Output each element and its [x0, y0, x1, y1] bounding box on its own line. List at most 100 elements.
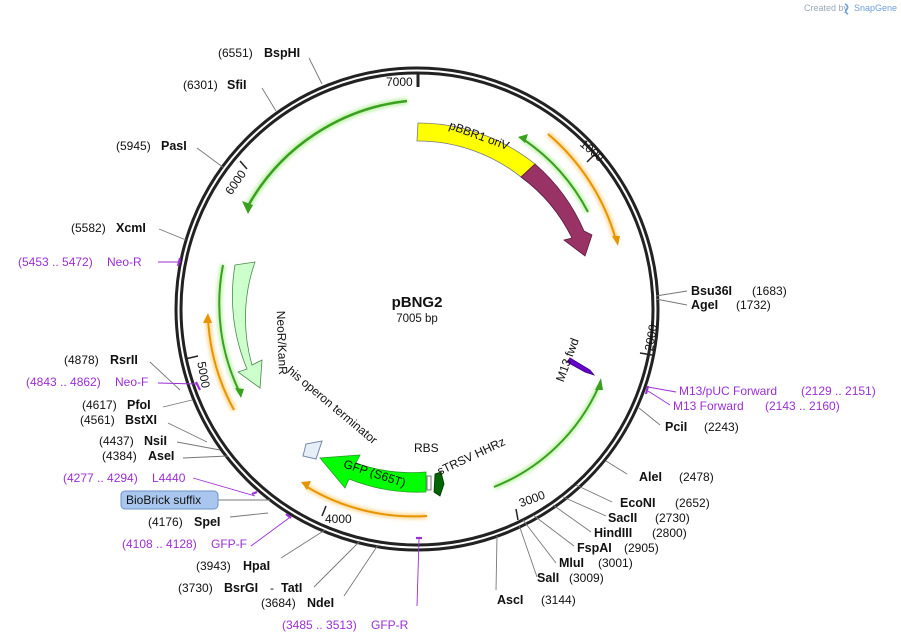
- enzyme-name-asei: AseI: [148, 449, 174, 463]
- enzyme-pos-asci: (3144): [541, 593, 576, 607]
- enzyme-name-sfii: SfiI: [227, 78, 246, 92]
- feature-m13-fwd: [566, 357, 596, 376]
- feature-pbbr1-rep: [520, 163, 593, 257]
- enzyme-pos-econi: (2652): [675, 496, 710, 510]
- enzyme-name-nsii: NsiI: [144, 434, 167, 448]
- enzyme-pos-bsrgi: (3730): [178, 581, 213, 595]
- enzyme-name-ndei: NdeI: [307, 596, 334, 610]
- enzyme-pos-bsphi: (6551): [218, 46, 253, 60]
- feature-strsv-hhrz: [433, 471, 445, 497]
- green-arc-top-left: [242, 97, 408, 214]
- enzyme-pos-hpai: (3943): [196, 559, 231, 573]
- primer-name-gfp-r: GFP-R: [371, 618, 409, 632]
- primer-name-gfp-f: GFP-F: [211, 537, 247, 551]
- enzyme-pos-rsrii: (4878): [64, 353, 99, 367]
- enzyme-name-sali: SalI: [537, 571, 559, 585]
- feature-label-rbs: RBS: [414, 441, 439, 455]
- enzyme-name-spei: SpeI: [194, 515, 220, 529]
- enzyme-pos-sacii: (2730): [655, 511, 690, 525]
- biobrick-suffix-box: [120, 490, 219, 510]
- enzyme-name-bsu36i: Bsu36I: [691, 284, 732, 298]
- enzyme-name-econi: EcoNI: [620, 496, 655, 510]
- feature-gfp-s65t: [319, 454, 427, 493]
- enzyme-name-bstxi: BstXI: [125, 413, 157, 427]
- enzyme-name-agei: AgeI: [691, 298, 718, 312]
- primer-leader-lines: [157, 257, 677, 607]
- primer-range-m13puc: (2129 .. 2151): [801, 384, 876, 398]
- tick-label-3000: 3000: [517, 488, 547, 510]
- primer-name-m13puc: M13/pUC Forward: [679, 384, 777, 398]
- feature-his-operon-terminator: [302, 440, 323, 460]
- primer-range-neo-f: (4843 .. 4862): [26, 375, 101, 389]
- enzyme-pos-fspai: (2905): [624, 541, 659, 555]
- enzyme-pos-mlui: (3001): [598, 556, 633, 570]
- snapgene-brand: SnapGene: [854, 3, 897, 13]
- enzyme-pos-sali: (3009): [569, 571, 604, 585]
- tick-4000: [321, 505, 327, 517]
- tick-label-2000: 2000: [642, 323, 660, 352]
- tick-2000: [639, 352, 653, 356]
- feature-label-m13-fwd: M13 fwd: [553, 336, 582, 383]
- feature-label-strsv-hhrz: sTRSV HHRz: [435, 434, 507, 478]
- enzyme-pos-agei: (1732): [736, 298, 771, 312]
- enzyme-name-bsrgi: BsrGI: [224, 581, 258, 595]
- green-arc-1000: [518, 134, 591, 214]
- tick-label-5000: 5000: [194, 360, 212, 389]
- enzyme-name-tati: TatI: [281, 581, 302, 595]
- snapgene-logo-icon: [844, 3, 849, 15]
- enzyme-pos-spei: (4176): [148, 515, 183, 529]
- enzyme-pos-bstxi: (4561): [80, 413, 115, 427]
- biobrick-suffix: BioBrick suffix: [120, 490, 270, 510]
- primer-name-l4440: L4440: [152, 471, 186, 485]
- enzyme-name-pasi: PasI: [161, 139, 187, 153]
- enzyme-pos-alei: (2478): [679, 470, 714, 484]
- biobrick-suffix-label: BioBrick suffix: [126, 493, 201, 507]
- primer-range-neo-r: (5453 .. 5472): [18, 255, 93, 269]
- enzyme-name-mlui: MluI: [559, 556, 584, 570]
- enzyme-dash-bsrgi-tati: -: [270, 581, 274, 595]
- enzyme-name-hpai: HpaI: [243, 559, 270, 573]
- enzyme-pos-nsii: (4437): [99, 434, 134, 448]
- enzyme-name-asci: AscI: [497, 593, 523, 607]
- enzyme-name-hindiii: HindIII: [594, 526, 632, 540]
- tick-3000: [515, 508, 519, 521]
- primer-range-gfp-r: (3485 .. 3513): [282, 618, 357, 632]
- primer-range-l4440: (4277 .. 4294): [63, 471, 138, 485]
- plasmid-name: pBNG2: [392, 294, 443, 311]
- enzyme-pos-xcmi: (5582): [71, 221, 106, 235]
- tick-5000: [184, 355, 199, 360]
- enzyme-name-xcmi: XcmI: [116, 221, 146, 235]
- orange-arc-1000: [546, 131, 620, 246]
- enzyme-leader-lines: [149, 57, 688, 597]
- enzyme-pos-ndei: (3684): [261, 596, 296, 610]
- primer-range-m13fwd: (2143 .. 2160): [765, 399, 840, 413]
- tick-1000: [586, 153, 596, 163]
- enzyme-name-pfoi: PfoI: [127, 398, 151, 412]
- feature-label-neor-kanr: NeoR/KanR: [274, 311, 290, 376]
- enzyme-name-fspai: FspAI: [577, 541, 612, 555]
- feature-neor-kanr: [231, 261, 263, 389]
- primer-range-gfp-f: (4108 .. 4128): [122, 537, 197, 551]
- feature-label-his-operon-terminator: his operon terminator: [284, 363, 380, 447]
- enzyme-pos-hindiii: (2800): [652, 526, 687, 540]
- green-arc-left: [216, 264, 244, 398]
- tick-6000: [239, 160, 248, 170]
- primer-name-neo-f: Neo-F: [115, 375, 148, 389]
- enzyme-pos-asei: (4384): [102, 449, 137, 463]
- primer-name-m13fwd: M13 Forward: [673, 399, 744, 413]
- plasmid-length: 7005 bp: [396, 313, 438, 325]
- enzyme-pos-bsu36i: (1683): [752, 284, 787, 298]
- enzyme-name-rsrii: RsrII: [110, 353, 138, 367]
- primer-name-neo-r: Neo-R: [107, 255, 142, 269]
- feature-rbs: [426, 475, 432, 491]
- enzyme-name-pcii: PciI: [665, 420, 687, 434]
- credit-prefix: Created by: [804, 3, 849, 13]
- backbone-outer: [174, 66, 660, 552]
- enzyme-name-alei: AleI: [639, 470, 662, 484]
- tick-label-1000: 1000: [577, 137, 607, 165]
- enzyme-name-sacii: SacII: [608, 511, 637, 525]
- enzyme-pos-sfii: (6301): [183, 78, 218, 92]
- orange-arc-bottom: [301, 481, 428, 520]
- orange-arc-left: [203, 313, 237, 412]
